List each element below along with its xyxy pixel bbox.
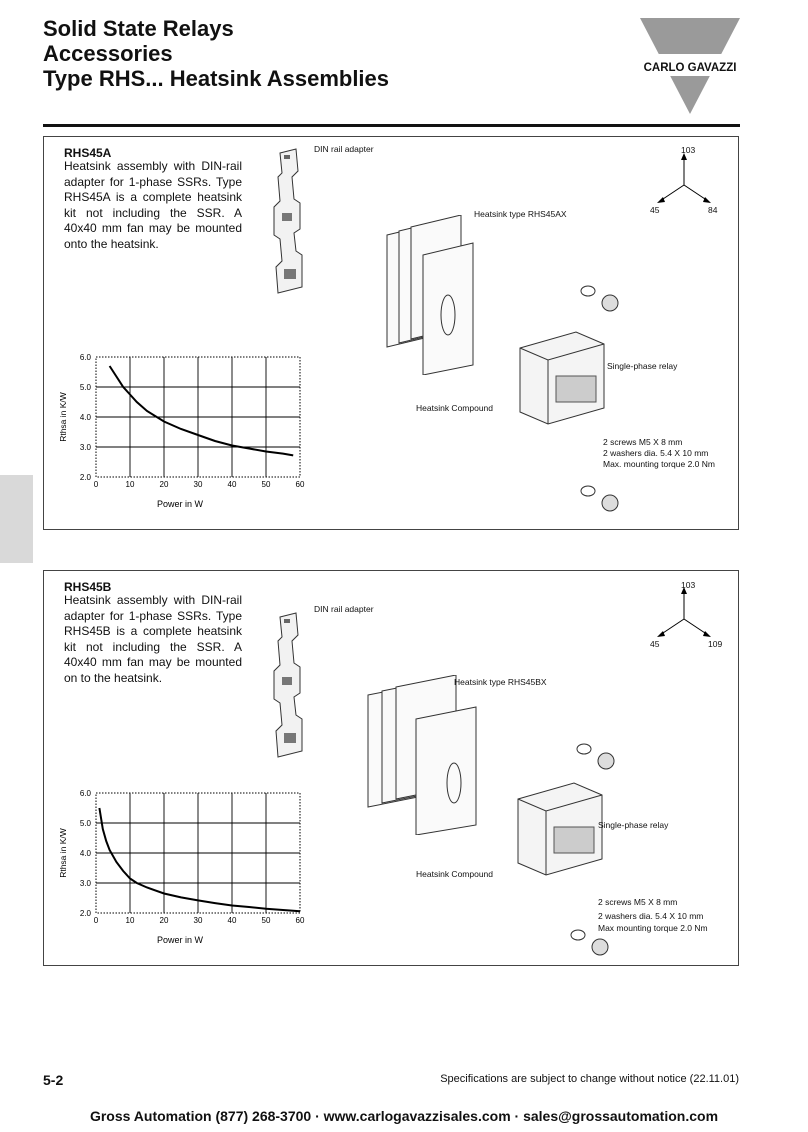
x-axis-label: Power in W <box>157 499 204 509</box>
x-tick-label: 40 <box>228 480 237 489</box>
x-tick-label: 0 <box>94 480 99 489</box>
dim-left: 45 <box>650 205 660 215</box>
header-rule <box>43 124 740 127</box>
x-tick-label: 20 <box>160 480 169 489</box>
page-number: 5-2 <box>43 1072 64 1088</box>
screws-label: 2 screws M5 X 8 mm <box>603 437 683 447</box>
heatsink-drawing <box>386 215 474 375</box>
torque-label: Max. mounting torque 2.0 Nm <box>603 459 715 469</box>
y-tick-label: 6.0 <box>80 353 92 362</box>
din-rail-adapter-drawing <box>273 148 303 294</box>
dim-left: 45 <box>650 639 660 649</box>
x-tick-label: 50 <box>262 480 271 489</box>
product-description: Heatsink assembly with DIN-rail adapter … <box>64 159 242 251</box>
series-line <box>98 807 301 913</box>
din-rail-label: DIN rail adapter <box>314 604 374 614</box>
relay-label: Single-phase relay <box>598 820 669 830</box>
contact-footer: Gross Automation (877) 268-3700 · www.ca… <box>89 1108 719 1124</box>
page-title: Solid State Relays Accessories Type RHS.… <box>43 16 389 91</box>
torque-label: Max mounting torque 2.0 Nm <box>598 923 708 933</box>
title-line-3: Type RHS... Heatsink Assemblies <box>43 66 390 91</box>
x-tick-label: 60 <box>296 916 305 925</box>
spec-notice: Specifications are subject to change wit… <box>440 1073 739 1085</box>
heatsink-label: Heatsink type RHS45BX <box>454 677 547 687</box>
product-name: RHS45A <box>64 146 112 160</box>
heatsink-label: Heatsink type RHS45AX <box>474 209 567 219</box>
title-line-1: Solid State Relays <box>43 16 234 41</box>
x-tick-label: 30 <box>194 480 203 489</box>
plot-frame <box>95 792 301 914</box>
screw-icon <box>576 743 615 770</box>
dim-top: 103 <box>681 145 696 155</box>
y-tick-label: 4.0 <box>80 413 92 422</box>
brand-name: CARLO GAVAZZI <box>644 62 737 74</box>
product-name: RHS45B <box>64 580 112 594</box>
y-tick-label: 2.0 <box>80 909 92 918</box>
x-tick-label: 60 <box>296 480 305 489</box>
din-rail-label: DIN rail adapter <box>314 144 374 154</box>
compound-label: Heatsink Compound <box>416 869 494 879</box>
x-tick-label: 50 <box>262 916 271 925</box>
x-tick-label: 10 <box>126 480 135 489</box>
y-tick-label: 5.0 <box>80 383 92 392</box>
screws-label: 2 screws M5 X 8 mm <box>598 897 678 907</box>
brand-logo: CARLO GAVAZZI <box>640 18 740 114</box>
relay-drawing <box>519 331 605 425</box>
product-panel-rhs45b: RHS45B Heatsink assembly with DIN-rail a… <box>43 570 739 966</box>
series-line <box>108 365 294 457</box>
dim-right: 84 <box>708 205 718 215</box>
dim-right: 109 <box>708 639 723 649</box>
y-tick-label: 6.0 <box>80 789 92 798</box>
y-tick-label: 4.0 <box>80 849 92 858</box>
screw-icon <box>580 485 619 512</box>
washers-label: 2 washers dia. 5.4 X 10 mm <box>603 448 709 458</box>
relay-drawing <box>517 782 603 876</box>
y-tick-label: 3.0 <box>80 443 92 452</box>
washers-label: 2 washers dia. 5.4 X 10 mm <box>598 911 704 921</box>
y-tick-label: 2.0 <box>80 473 92 482</box>
product-panel-rhs45a: RHS45A Heatsink assembly with DIN-rail a… <box>43 136 739 530</box>
compound-label: Heatsink Compound <box>416 403 494 413</box>
side-tab <box>0 475 33 563</box>
axis-orientation-icon <box>657 587 711 637</box>
product-description: Heatsink assembly with DIN-rail adapter … <box>64 593 242 685</box>
y-tick-label: 5.0 <box>80 819 92 828</box>
x-tick-label: 40 <box>228 916 237 925</box>
plot-frame <box>95 356 301 478</box>
din-rail-adapter-drawing <box>273 612 303 758</box>
y-axis-label: Rthsa in K/W <box>58 828 68 878</box>
x-tick-label: 20 <box>160 916 169 925</box>
relay-label: Single-phase relay <box>607 361 678 371</box>
x-axis-label: Power in W <box>157 935 204 945</box>
screw-icon <box>570 929 609 956</box>
x-tick-label: 10 <box>126 916 135 925</box>
x-tick-label: 0 <box>94 916 99 925</box>
heatsink-drawing <box>367 675 477 835</box>
axis-orientation-icon <box>657 153 711 203</box>
title-line-2: Accessories <box>43 41 173 66</box>
y-axis-label: Rthsa in K/W <box>58 392 68 442</box>
x-tick-label: 30 <box>194 916 203 925</box>
dim-top: 103 <box>681 580 696 590</box>
screw-icon <box>580 285 619 312</box>
y-tick-label: 3.0 <box>80 879 92 888</box>
